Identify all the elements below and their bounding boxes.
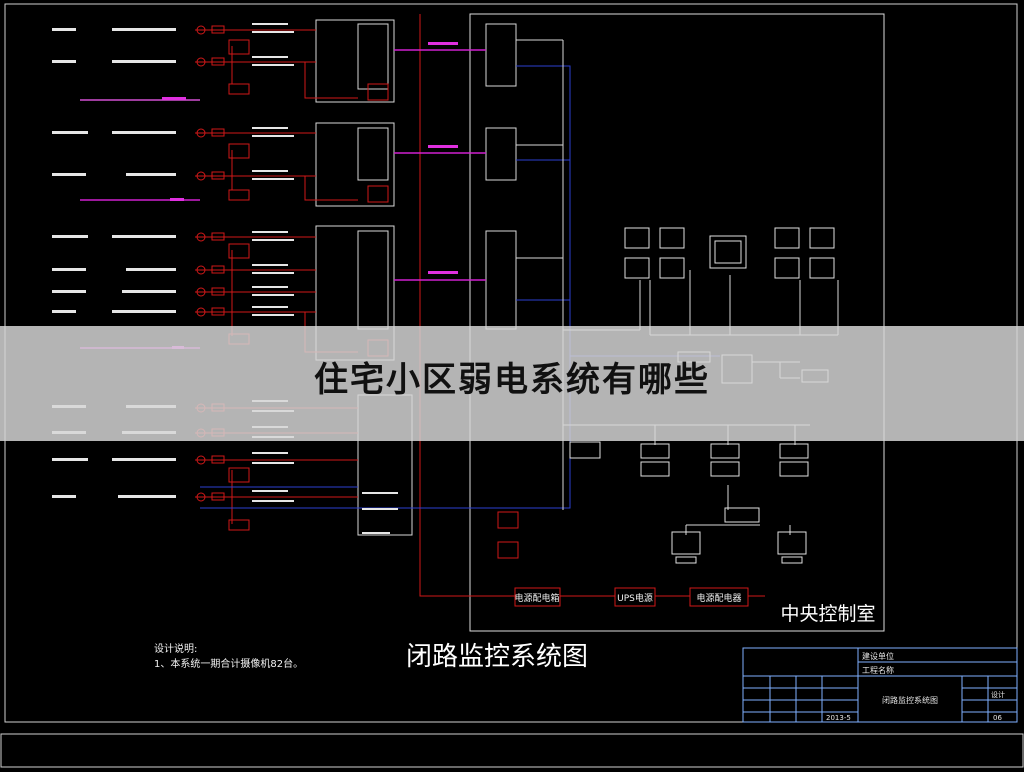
drawing-title: 闭路监控系统图 — [406, 642, 588, 672]
camera-symbols — [196, 25, 225, 502]
white-structure — [80, 39, 839, 535]
banner-title: 住宅小区弱电系统有哪些 — [314, 360, 710, 400]
title-banner — [0, 326, 1024, 441]
design-notes-line: 1、本系统一期合计摄像机82台。 — [154, 657, 303, 670]
magenta-labels — [162, 42, 458, 349]
title-block — [742, 647, 1018, 723]
title-block-design: 设计 — [991, 690, 1005, 699]
outer-frame — [0, 733, 1024, 768]
magenta-trunks — [80, 49, 486, 349]
zone-boxes — [315, 19, 517, 536]
title-block-drawing-name: 闭路监控系统图 — [882, 695, 938, 705]
control-room-frame — [469, 13, 885, 632]
control-room-label: 中央控制室 — [780, 603, 875, 625]
red-cables — [195, 14, 765, 597]
junction-boxes — [228, 39, 519, 559]
title-block-project: 工程名称 — [862, 665, 894, 675]
power-row — [514, 587, 749, 607]
ups-label: UPS电源 — [617, 592, 653, 604]
title-block-sheet-no: 06 — [993, 714, 1002, 722]
design-notes-heading: 设计说明: — [154, 642, 197, 655]
power-supply-2-label: 电源配电器 — [696, 592, 741, 604]
power-supply-label: 电源配电箱 — [514, 592, 559, 604]
title-block-date: 2013-5 — [826, 714, 851, 722]
title-block-unit: 建设单位 — [862, 651, 894, 661]
